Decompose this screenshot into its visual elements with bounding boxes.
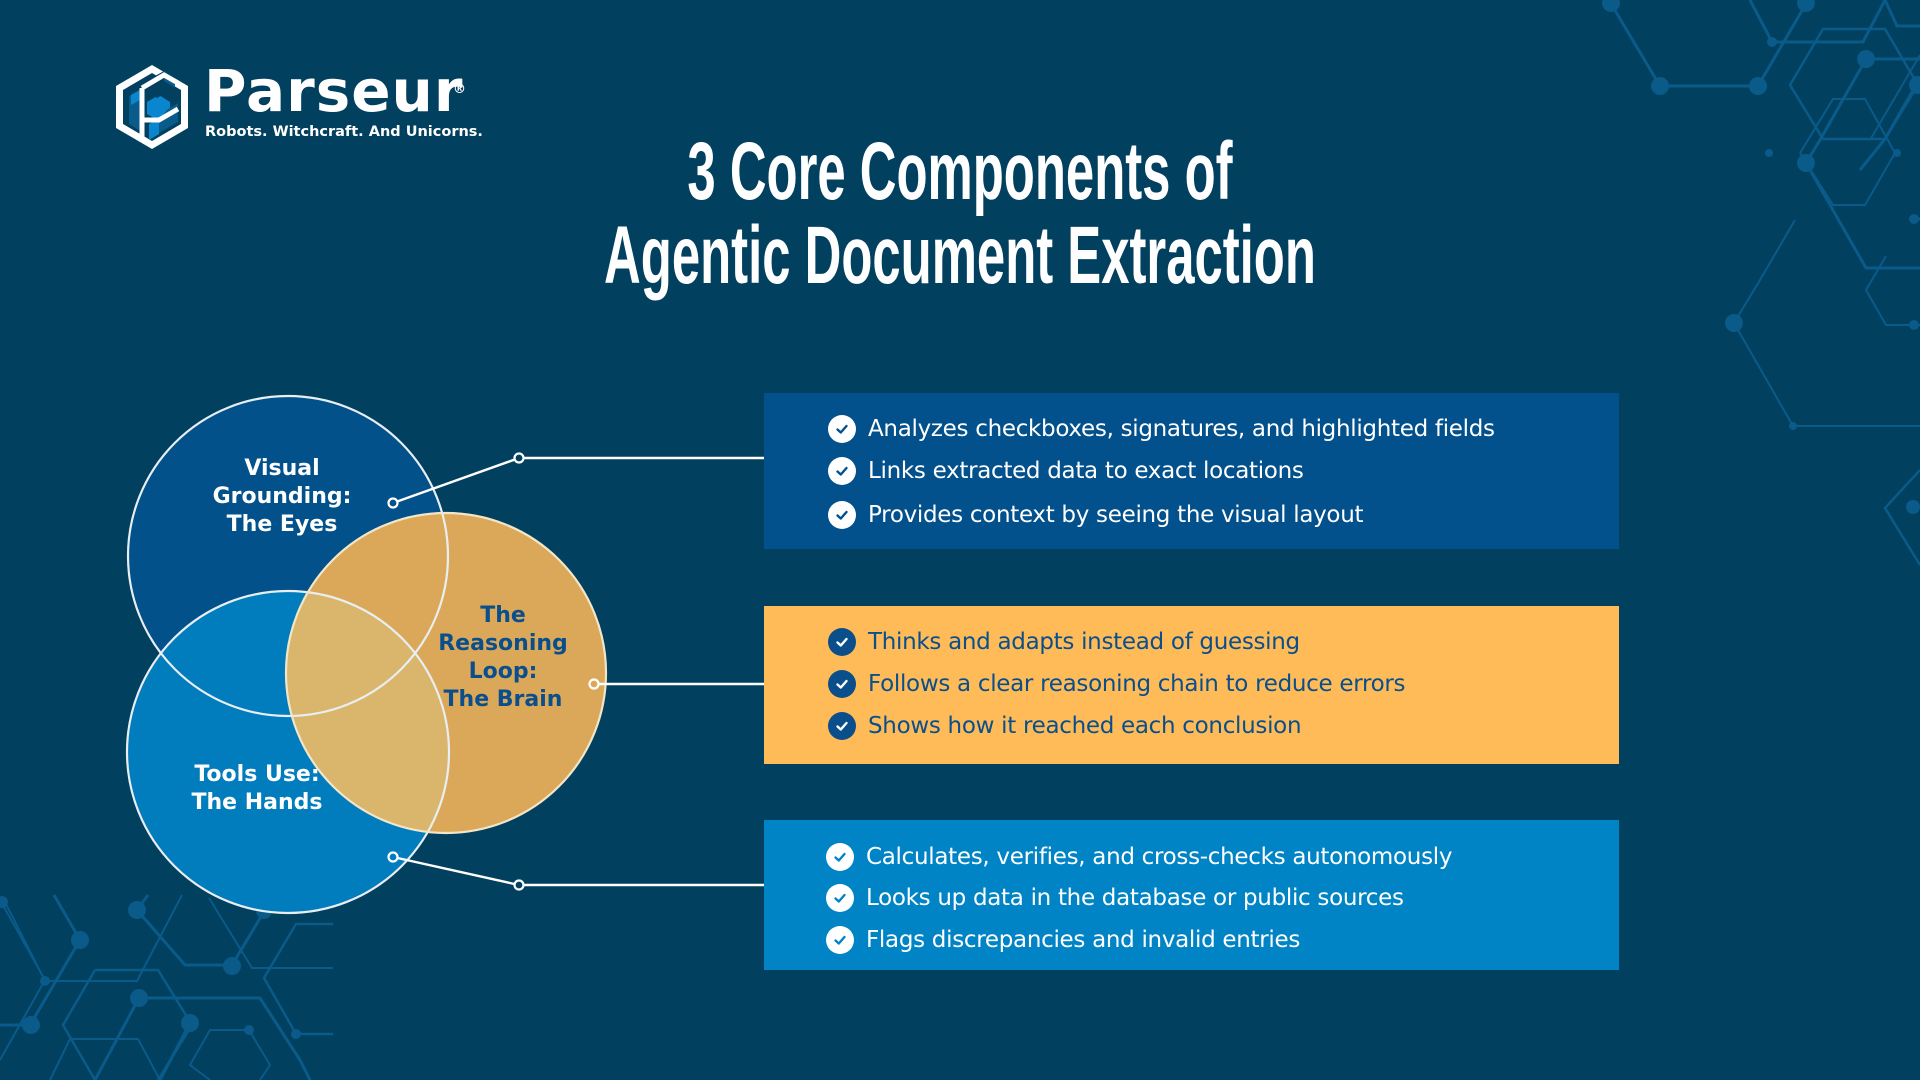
check-circle-icon [828,415,856,443]
connector-dot [387,497,399,509]
label-line: Loop: [468,659,538,684]
connector-dot [513,452,525,464]
tools-use-box: Calculates, verifies, and cross-checks a… [764,820,1619,970]
visual-grounding-label: Visual Grounding: The Eyes [213,455,352,539]
reasoning-loop-box: Thinks and adapts instead of guessing Fo… [764,606,1619,764]
list-item: Provides context by seeing the visual la… [828,498,1364,532]
list-item: Flags discrepancies and invalid entries [826,923,1300,957]
check-circle-icon [828,501,856,529]
title-line-1: 3 Core Components of [687,126,1233,217]
label-line: The [480,603,526,628]
list-item: Looks up data in the database or public … [826,881,1404,915]
label-line: Grounding: [212,484,352,509]
list-item: Links extracted data to exact locations [828,454,1304,488]
parseur-hexagon-logo-icon [116,65,188,149]
registered-mark: ® [453,82,466,97]
check-circle-icon [828,670,856,698]
reasoning-loop-label: The Reasoning Loop: The Brain [438,602,568,714]
label-line: Reasoning [438,631,568,656]
check-circle-icon [826,926,854,954]
check-circle-icon [828,457,856,485]
label-line: Tools Use: [194,762,320,787]
connector-dot [387,851,399,863]
connector-visual [392,456,764,505]
list-item: Analyzes checkboxes, signatures, and hig… [828,412,1495,446]
list-item: Thinks and adapts instead of guessing [828,625,1300,659]
label-line: The Brain [443,687,563,712]
list-item: Follows a clear reasoning chain to reduc… [828,667,1406,701]
check-circle-icon [826,884,854,912]
logo-tagline: Robots. Witchcraft. And Unicorns. [205,124,483,140]
page-title: 3 Core Components of Agentic Document Ex… [0,130,1920,298]
label-line: The Eyes [226,512,338,537]
label-line: The Hands [191,790,323,815]
connector-tools [392,855,764,887]
visual-grounding-box: Analyzes checkboxes, signatures, and hig… [764,393,1619,549]
check-circle-icon [826,843,854,871]
check-circle-icon [828,628,856,656]
title-line-2: Agentic Document Extraction [604,210,1316,301]
connector-dot [588,678,600,690]
parseur-logo: Parseur ® Robots. Witchcraft. And Unicor… [112,57,483,154]
logo-wordmark: Parseur [204,57,464,125]
list-item: Shows how it reached each conclusion [828,709,1302,743]
connector-dot [513,879,525,891]
label-line: Visual [244,456,320,481]
list-item: Calculates, verifies, and cross-checks a… [826,840,1452,874]
check-circle-icon [828,712,856,740]
tools-use-label: Tools Use: The Hands [191,761,322,817]
